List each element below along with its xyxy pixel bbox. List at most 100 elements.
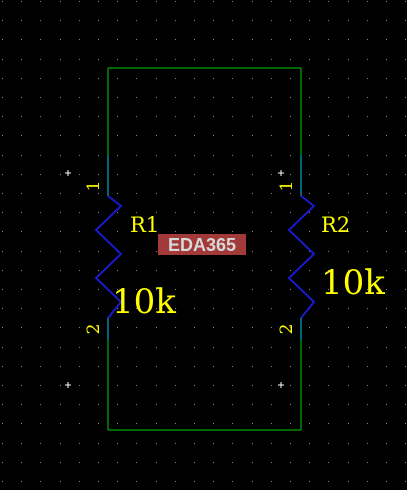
grid-dot [271,443,272,444]
r1-body [94,195,123,319]
grid-dot [232,116,233,117]
grid-dot [117,347,118,348]
grid-dot [271,481,272,482]
grid-dot [21,116,22,117]
grid-dot [213,366,214,367]
r1-value-label: 10k [112,282,176,322]
grid-dot [175,39,176,40]
grid-dot [271,423,272,424]
grid-dot [367,404,368,405]
grid-dot [60,462,61,463]
grid-dot [175,289,176,290]
grid-dot [21,39,22,40]
grid-dot [386,20,387,21]
grid-dot [386,155,387,156]
grid-dot [40,443,41,444]
grid-dot [328,78,329,79]
grid-dot [98,347,99,348]
grid-dot [194,39,195,40]
grid-dot [2,327,3,328]
grid-dot [271,39,272,40]
grid-dot [348,135,349,136]
cross-mark-top-left [65,170,71,176]
grid-dot [213,59,214,60]
grid-dot [21,78,22,79]
grid-dot [328,155,329,156]
grid-dot [98,443,99,444]
grid-dot [117,212,118,213]
grid-dot [232,404,233,405]
grid-dot [98,308,99,309]
grid-dot [309,270,310,271]
grid-dot [117,289,118,290]
grid-dot [40,385,41,386]
grid-dot [386,404,387,405]
grid-dot [60,251,61,252]
grid-dot [136,270,137,271]
grid-dot [2,116,3,117]
grid-dot [98,327,99,328]
grid-dot [98,270,99,271]
grid-dot [386,385,387,386]
grid-dot [405,289,406,290]
grid-dot [117,116,118,117]
grid-dot [252,347,253,348]
grid-dot [367,443,368,444]
grid-dot [117,404,118,405]
grid-dot [328,289,329,290]
grid-dot [232,289,233,290]
grid-dot [21,462,22,463]
grid-dot [40,404,41,405]
grid-dot [2,78,3,79]
grid-dot [156,423,157,424]
grid-dot [79,404,80,405]
grid-dot [252,116,253,117]
grid-dot [309,116,310,117]
grid-dot [405,443,406,444]
grid-dot [156,481,157,482]
grid-dot [290,327,291,328]
grid-dot [136,443,137,444]
grid-dot [2,366,3,367]
grid-dot [271,327,272,328]
grid-dot [98,39,99,40]
grid-dot [405,155,406,156]
grid-dot [175,116,176,117]
grid-dot [21,270,22,271]
grid-dot [232,481,233,482]
grid-dot [213,347,214,348]
grid-dot [136,59,137,60]
resistor-r1[interactable]: 1 2 R1 10k [84,155,176,340]
grid-dot [2,481,3,482]
grid-dot [21,251,22,252]
grid-dot [367,97,368,98]
grid-dot [2,347,3,348]
grid-dot [290,347,291,348]
grid-dot [136,385,137,386]
grid-dot [386,212,387,213]
grid-dot [290,20,291,21]
grid-dot [271,212,272,213]
resistor-r2[interactable]: 1 2 R2 10k [277,155,385,340]
grid-dot [79,462,80,463]
grid-dot [79,443,80,444]
grid-dot [2,385,3,386]
grid-dot [117,174,118,175]
grid-dot [194,20,195,21]
grid-dot [98,289,99,290]
grid-dot [328,231,329,232]
grid-dot [405,308,406,309]
grid-dot [40,423,41,424]
grid-dot [79,39,80,40]
grid-dot [348,59,349,60]
grid-dot [136,39,137,40]
r1-pin2-number: 2 [84,324,104,335]
grid-dot [60,59,61,60]
grid-dot [60,212,61,213]
grid-dot [290,308,291,309]
grid-dot [232,155,233,156]
grid-dot [156,59,157,60]
grid-dot [60,385,61,386]
grid-dot [213,116,214,117]
